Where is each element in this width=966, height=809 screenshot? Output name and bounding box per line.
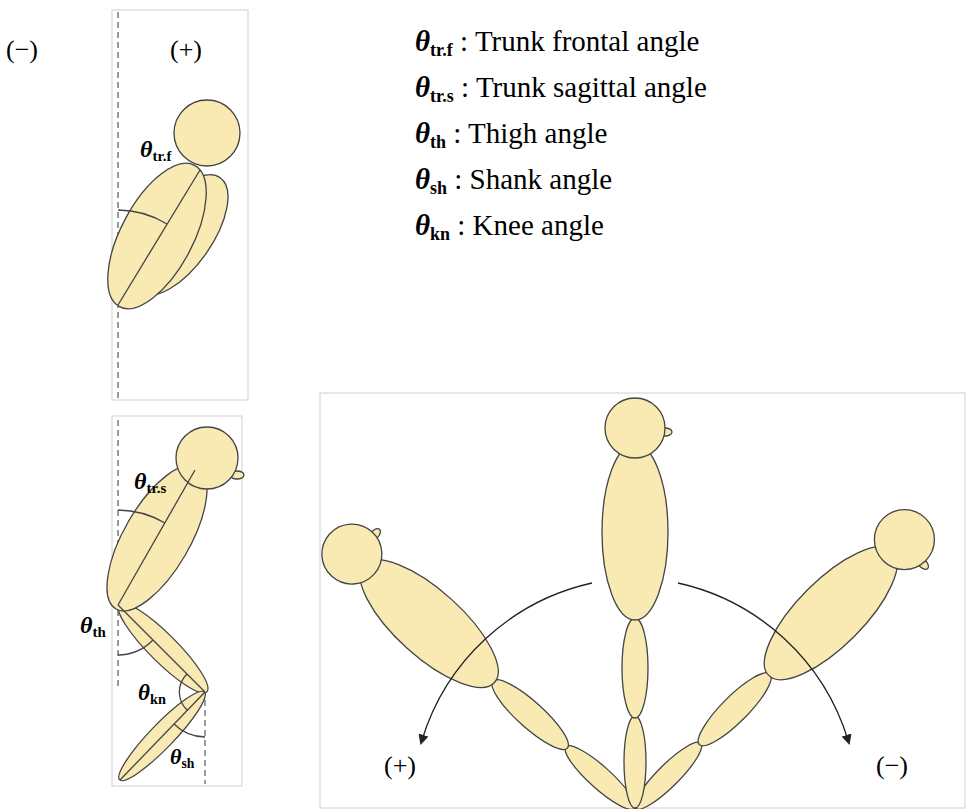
angle-definition: θtr.f : Trunk frontal angle [415, 26, 699, 61]
angle-symbol: θsh [170, 745, 194, 771]
shank-axis [120, 692, 205, 780]
angle-definition: θth : Thigh angle [415, 118, 607, 153]
angle-definition: θsh : Shank angle [415, 164, 612, 199]
trunk-axis [118, 170, 200, 305]
thigh-axis [118, 605, 205, 692]
angle-arc [118, 640, 153, 655]
angle-arc [118, 510, 165, 523]
direction-arrow [678, 583, 848, 740]
angle-definition: θkn : Knee angle [415, 210, 604, 245]
vertical-reference [117, 12, 118, 398]
frontal-figure [88, 100, 247, 324]
angle-symbol: θtr.f [140, 136, 171, 165]
angle-definition: θtr.s : Trunk sagittal angle [415, 72, 707, 107]
sign-label: (−) [6, 36, 38, 65]
angle-arc [174, 724, 205, 737]
trunk-axis [118, 470, 195, 605]
angle-symbol: θth [80, 612, 106, 641]
upright-figure [602, 398, 672, 808]
angle-symbol: θtr.s [134, 468, 166, 497]
sign-label: (+) [384, 752, 416, 781]
sign-label: (+) [170, 36, 202, 65]
angle-arc [118, 210, 167, 224]
sagittal-figure [87, 427, 244, 788]
sign-label: (−) [876, 752, 908, 781]
angle-arc [179, 674, 187, 710]
direction-arrow [422, 583, 592, 740]
angle-symbol: θkn [138, 680, 166, 708]
